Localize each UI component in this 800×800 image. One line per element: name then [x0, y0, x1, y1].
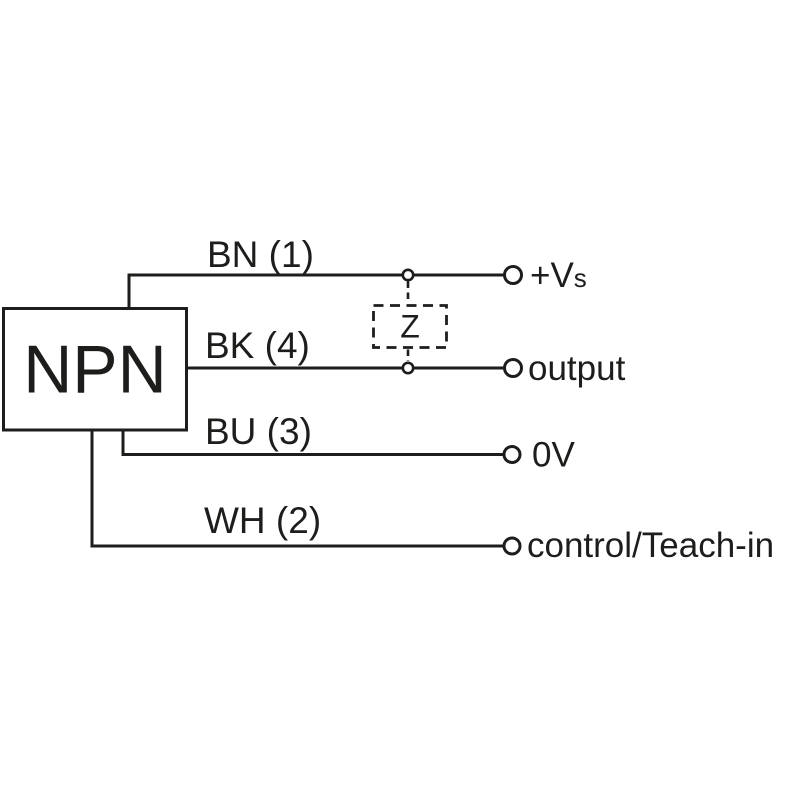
- wire-wh-label: WH (2): [204, 500, 321, 541]
- bn-junction-node: [401, 268, 415, 282]
- wire-bu-label: BU (3): [205, 411, 312, 452]
- wire-bn-label: BN (1): [207, 234, 314, 275]
- impedance-box: [372, 304, 448, 349]
- terminal-0v-label: 0V: [532, 436, 575, 475]
- wire-wh-line: [90, 430, 512, 548]
- terminal-vs-label: +Vs: [530, 256, 587, 295]
- wire-bu-line: [121, 430, 512, 456]
- wire-bn-line: [127, 273, 513, 308]
- terminal-control-label: control/Teach-in: [527, 526, 774, 565]
- device-label: NPN: [23, 332, 167, 408]
- terminal-control-circle: [502, 536, 522, 556]
- device-box: [2, 307, 188, 432]
- terminal-vs-circle: [503, 265, 523, 285]
- terminal-output-circle: [503, 358, 523, 378]
- impedance-label: Z: [400, 309, 420, 345]
- terminal-vs-label-main: +V: [530, 256, 574, 295]
- terminal-vs-label-sub: s: [574, 263, 587, 293]
- terminal-0v-circle: [502, 445, 522, 464]
- terminal-output-label: output: [528, 349, 626, 388]
- bk-junction-node: [401, 361, 415, 375]
- wire-bk-label: BK (4): [205, 325, 310, 366]
